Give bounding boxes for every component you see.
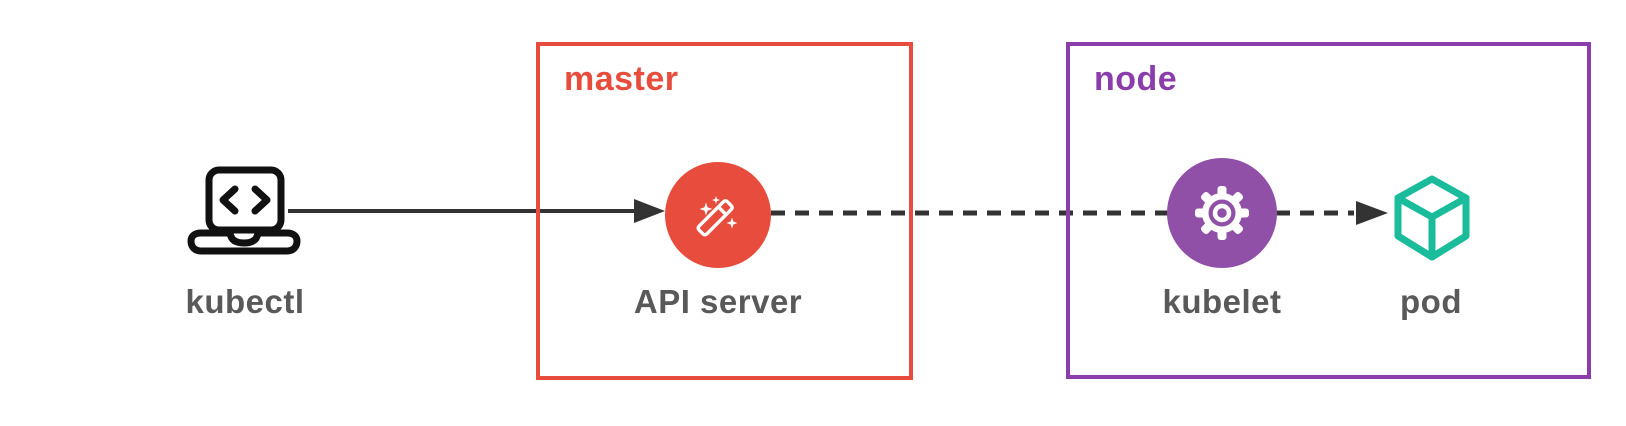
kubelet-label: kubelet	[1162, 283, 1282, 320]
group-node: node	[1066, 42, 1591, 379]
kubectl-label: kubectl	[185, 283, 305, 320]
api-server-circle	[665, 162, 771, 268]
code-bracket-left-icon	[219, 185, 239, 215]
kubelet-circle	[1167, 158, 1277, 268]
api-server-label: API server	[633, 283, 803, 320]
node-kubelet	[1167, 158, 1277, 268]
pod-label: pod	[1400, 283, 1462, 320]
group-node-label: node	[1094, 60, 1178, 98]
group-master-label: master	[564, 60, 679, 98]
arrowhead-api-server	[634, 199, 665, 223]
node-api-server	[665, 162, 771, 268]
code-bracket-right-icon	[251, 185, 271, 215]
cube-icon	[1394, 175, 1470, 261]
gear-icon	[1195, 186, 1249, 240]
arrowhead-pod	[1356, 201, 1388, 225]
magic-wand-icon	[696, 196, 738, 237]
group-master: master	[536, 42, 913, 380]
laptop-code-icon	[187, 166, 301, 255]
